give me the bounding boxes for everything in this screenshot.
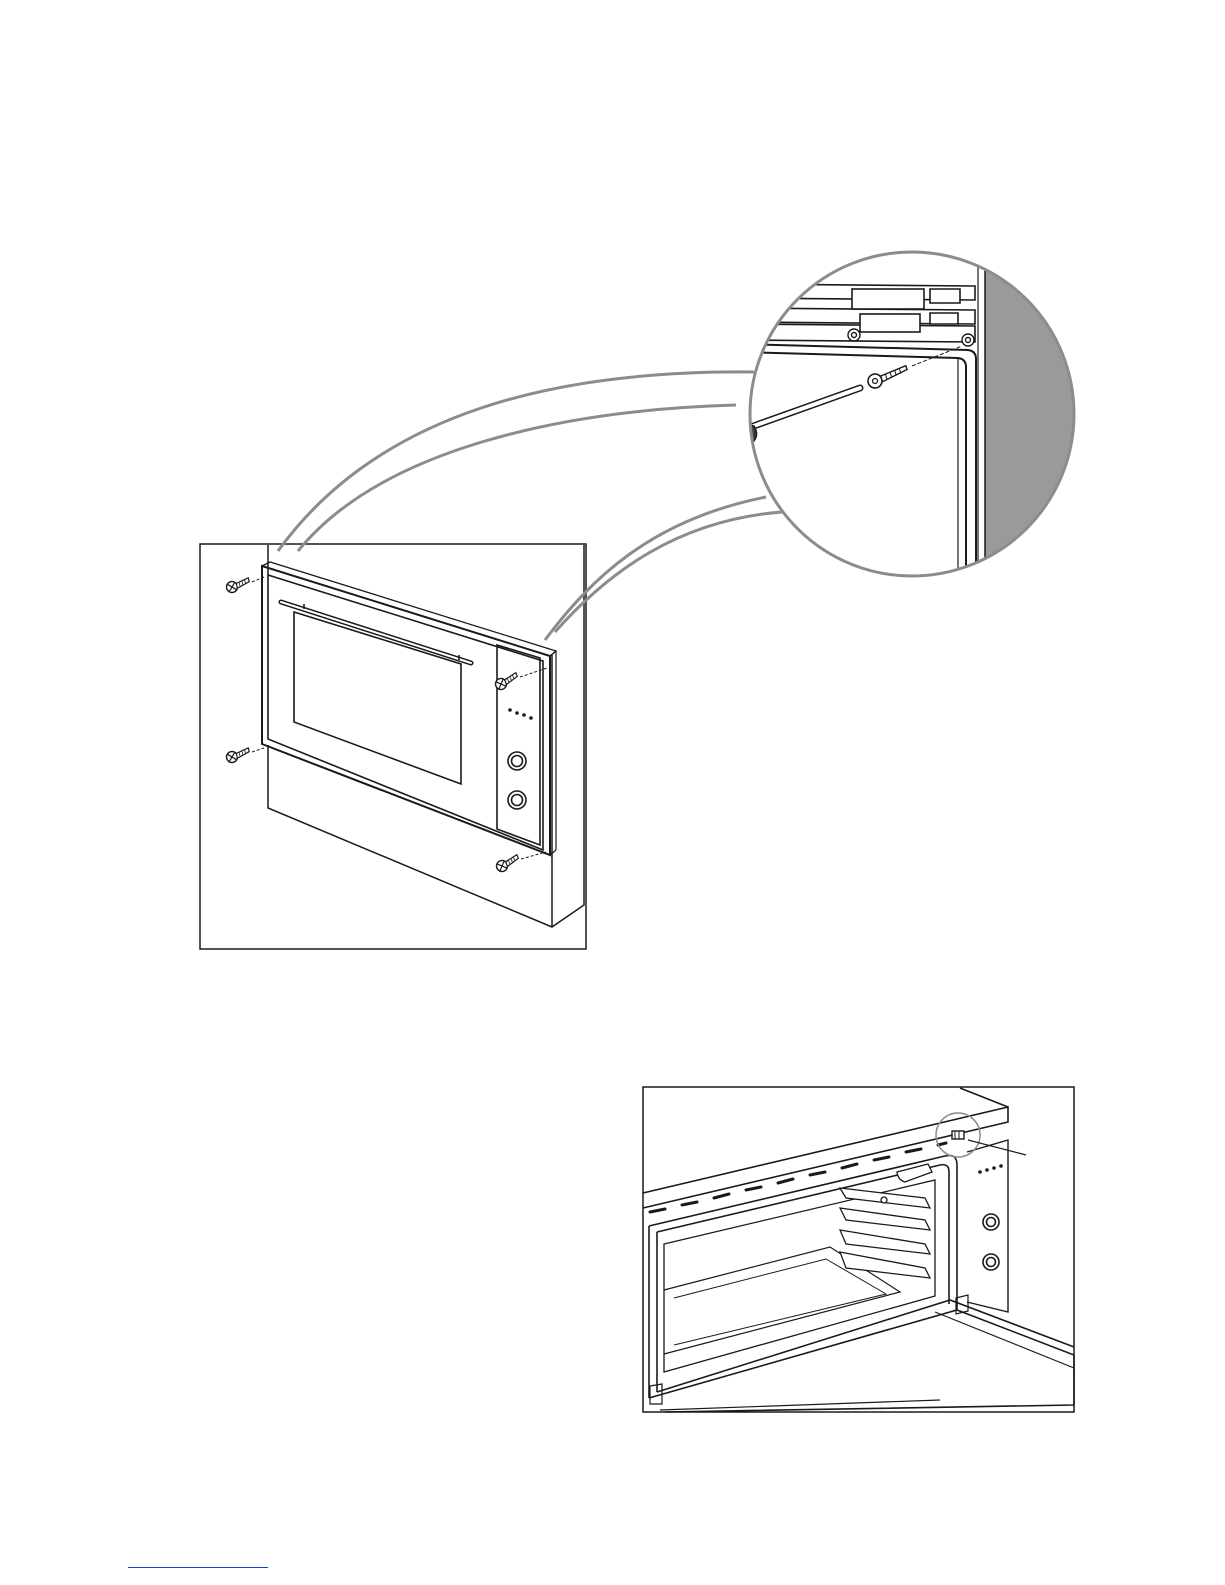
footer-link-underline[interactable] [128, 1567, 268, 1568]
figure-door-open [643, 1087, 1074, 1412]
magnified-detail [705, 250, 1090, 600]
figure-fixing-screws [200, 544, 586, 949]
figure-frame [643, 1087, 1074, 1412]
figure-frame [200, 544, 586, 949]
